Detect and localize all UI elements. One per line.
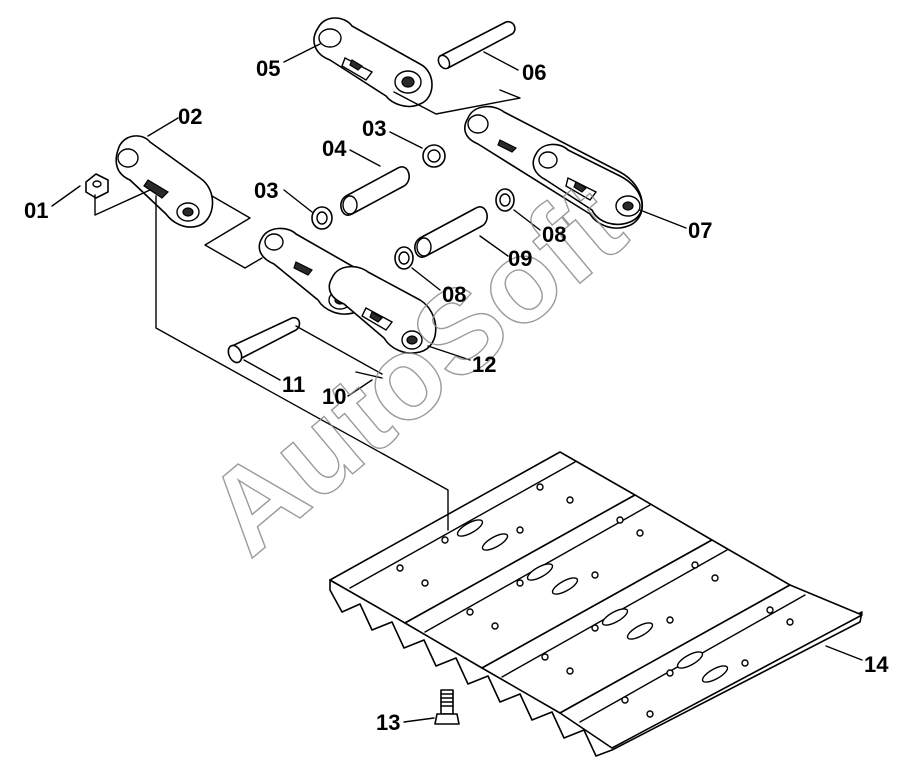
link-12: [258, 227, 437, 354]
bushing-09: [414, 206, 488, 258]
callout-10: 10: [322, 384, 346, 409]
callout-12: 12: [472, 352, 496, 377]
callout-03-upper: 03: [362, 116, 386, 141]
callout-14: 14: [864, 652, 889, 677]
callout-04: 04: [322, 136, 347, 161]
cotter-10: [355, 371, 383, 379]
callout-labels: 01 02 03 03 04 05 06 07 08 08 09 10 11 1…: [24, 56, 889, 735]
link-07: [464, 105, 643, 229]
callout-09: 09: [508, 246, 532, 271]
callout-01: 01: [24, 198, 48, 223]
shoe-bolt: [434, 689, 460, 725]
callout-05: 05: [256, 56, 280, 81]
callout-07: 07: [688, 218, 712, 243]
assembly-lines: [51, 43, 863, 723]
seal-03-lower: [311, 206, 333, 230]
link-02: [115, 135, 214, 228]
callout-06: 06: [522, 60, 546, 85]
seal-08-upper: [495, 188, 515, 212]
bushing-04: [340, 166, 410, 216]
callout-02: 02: [178, 104, 202, 129]
track-shoe-plates: [329, 451, 863, 757]
nut-01: [85, 173, 109, 199]
callout-08-upper: 08: [542, 222, 566, 247]
callout-03-lower: 03: [254, 178, 278, 203]
callout-08-lower: 08: [442, 282, 466, 307]
callout-13: 13: [376, 710, 400, 735]
seal-03-upper: [422, 144, 446, 168]
shoe-holes: [396, 483, 794, 718]
pin-06: [437, 20, 516, 70]
seal-08-lower: [394, 246, 414, 270]
pin-11: [227, 316, 301, 364]
link-05: [313, 17, 433, 108]
callout-11: 11: [282, 372, 305, 397]
